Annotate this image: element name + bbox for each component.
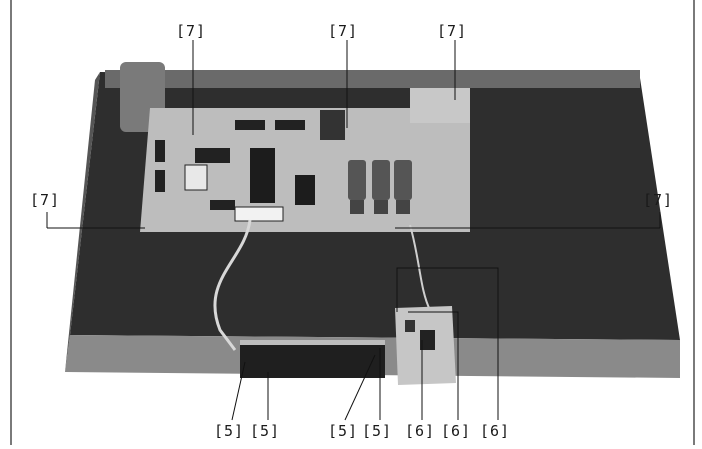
- callout-top-3: [7]: [437, 22, 468, 40]
- ic-chip: [155, 140, 165, 162]
- callout-bottom-4: [5]: [362, 422, 393, 440]
- ic-chip: [275, 120, 305, 130]
- relay: [348, 160, 366, 200]
- callout-top-1: [7]: [176, 22, 207, 40]
- pcb-upper-strip: [410, 88, 470, 123]
- wire-bundle: [409, 224, 431, 311]
- relay: [394, 160, 412, 200]
- callout-bottom-1: [5]: [214, 422, 245, 440]
- callout-top-2: [7]: [328, 22, 359, 40]
- ribbon-connector: [234, 206, 284, 222]
- ic-chip: [235, 120, 265, 130]
- callout-bottom-5: [6]: [405, 422, 436, 440]
- callout-bottom-7: [6]: [480, 422, 511, 440]
- leader-line: [344, 354, 376, 421]
- callout-bottom-6: [6]: [441, 422, 472, 440]
- callout-bottom-3: [5]: [328, 422, 359, 440]
- relay: [350, 200, 364, 214]
- front-panel-board-stripe: [240, 340, 385, 345]
- ic-chip: [295, 175, 315, 205]
- ic-chip: [155, 170, 165, 192]
- ic-chip: [250, 148, 275, 203]
- ic-chip: [210, 200, 235, 210]
- ic-chip: [195, 148, 230, 163]
- front-panel-board: [240, 340, 385, 378]
- relay: [396, 200, 410, 214]
- leader-line: [408, 311, 459, 420]
- ic-chip: [184, 164, 208, 191]
- rear-panel: [105, 70, 640, 88]
- ic-chip: [405, 320, 415, 332]
- relay: [374, 200, 388, 214]
- leader-line: [231, 361, 246, 421]
- wire-bundle: [213, 219, 252, 351]
- callout-right: [7]: [643, 191, 674, 209]
- relay: [372, 160, 390, 200]
- leader-line: [396, 267, 499, 420]
- ic-chip: [320, 110, 345, 140]
- callout-left: [7]: [30, 191, 61, 209]
- ic-chip: [420, 330, 435, 350]
- chassis-left-edge: [65, 72, 100, 372]
- callout-bottom-2: [5]: [250, 422, 281, 440]
